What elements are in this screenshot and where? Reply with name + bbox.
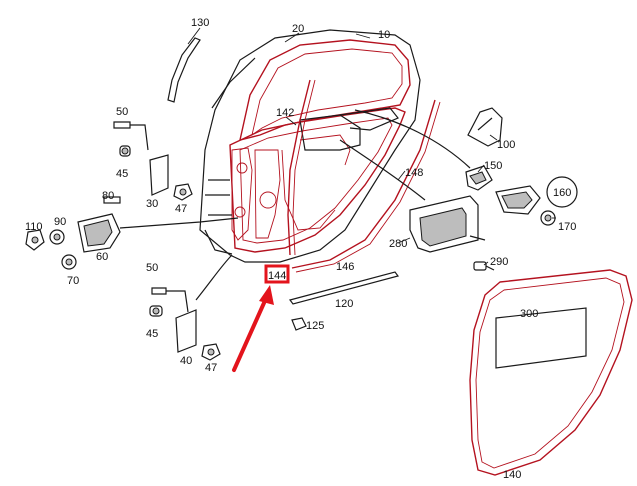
part-120-belt-molding xyxy=(288,271,400,305)
door-frame xyxy=(199,29,421,263)
check-strap-assembly xyxy=(25,196,239,270)
highlight-arrow-shaft xyxy=(232,292,270,372)
part-labels: 130 20 10 142 100 150 160 170 148 280 29… xyxy=(25,17,576,481)
label-47-upper: 47 xyxy=(175,203,187,215)
label-45-lower: 45 xyxy=(146,328,158,340)
part-300-panel xyxy=(495,307,587,369)
highlight-annotation xyxy=(232,264,290,372)
label-140: 140 xyxy=(503,469,521,481)
label-148: 148 xyxy=(405,167,423,179)
label-142: 142 xyxy=(276,107,294,119)
label-47-lower: 47 xyxy=(205,362,217,374)
label-150: 150 xyxy=(484,160,502,172)
label-20: 20 xyxy=(292,23,304,35)
lower-hinge-assembly xyxy=(149,254,233,361)
upper-hinge-assembly xyxy=(113,121,169,196)
part-130-window-channel xyxy=(167,37,201,103)
part-170-screw xyxy=(540,210,556,226)
label-280: 280 xyxy=(389,238,407,250)
part-100-cover xyxy=(467,107,503,147)
part-290-clip xyxy=(473,261,495,271)
label-30: 30 xyxy=(146,198,158,210)
label-70: 70 xyxy=(67,275,79,287)
label-130: 130 xyxy=(191,17,209,29)
label-60: 60 xyxy=(96,251,108,263)
label-290: 290 xyxy=(490,256,508,268)
label-160: 160 xyxy=(553,187,571,199)
label-110: 110 xyxy=(25,221,43,233)
upper-nut-47 xyxy=(173,183,193,201)
label-90: 90 xyxy=(54,216,66,228)
part-148-cable xyxy=(339,109,471,201)
seal-strips xyxy=(287,79,441,273)
label-45-upper: 45 xyxy=(116,168,128,180)
label-50-upper: 50 xyxy=(116,106,128,118)
part-150-bracket xyxy=(465,165,493,191)
part-300-door-seal xyxy=(469,269,633,476)
label-146: 146 xyxy=(336,261,354,273)
highlight-arrow-head xyxy=(259,285,274,305)
part-160-handle-housing xyxy=(495,176,578,215)
label-125: 125 xyxy=(306,320,324,332)
leader-lines xyxy=(187,27,556,266)
label-10: 10 xyxy=(378,29,390,41)
part-280-door-handle xyxy=(409,195,486,253)
label-100: 100 xyxy=(497,139,515,151)
label-40: 40 xyxy=(180,355,192,367)
label-80: 80 xyxy=(102,190,114,202)
highlight-box xyxy=(264,264,290,284)
label-120: 120 xyxy=(335,298,353,310)
label-50-lower: 50 xyxy=(146,262,158,274)
label-170: 170 xyxy=(558,221,576,233)
part-125-clip xyxy=(291,317,307,331)
label-144: 144 xyxy=(268,270,286,282)
label-300: 300 xyxy=(520,308,538,320)
